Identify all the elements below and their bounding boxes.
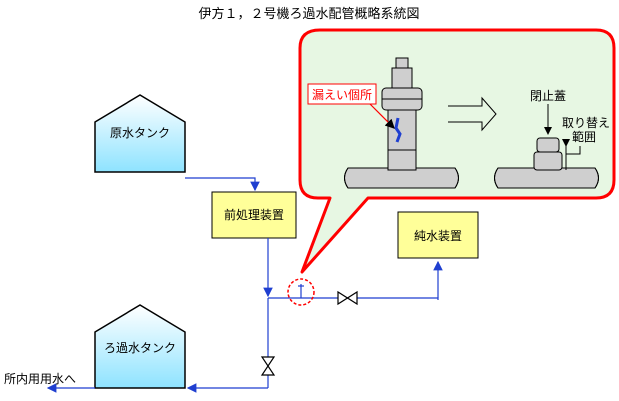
raw-water-tank: 原水タンク (94, 94, 186, 173)
pipe-raw-to-pretreatment (185, 177, 260, 192)
blind-cover-label: 閉止蓋 (530, 89, 566, 103)
replace-scope-label-1: 取り替え (562, 116, 610, 130)
detail-callout (298, 28, 616, 274)
replace-scope-label-2: 範囲 (572, 129, 596, 144)
pure-water-unit: 純水装置 (397, 211, 479, 259)
gate-valve-icon (260, 356, 276, 376)
gate-valve-icon (337, 290, 358, 306)
diagram-title: 伊方１，２号機ろ過水配管概略系統図 (198, 6, 419, 22)
pretreatment-label: 前処理装置 (224, 207, 284, 222)
site-use-label: 所内用用水へ (4, 372, 76, 386)
leak-point-label: 漏えい個所 (312, 88, 372, 102)
filtered-water-tank: ろ過水タンク (94, 304, 186, 389)
leak-point-label-box: 漏えい個所 (307, 83, 377, 105)
pretreatment-unit: 前処理装置 (211, 191, 297, 239)
replaced-pipe-detail (494, 137, 599, 189)
transition-arrow-icon (448, 96, 497, 132)
leak-pointer-line (369, 103, 395, 129)
leak-location-marker (287, 278, 315, 306)
leaking-pipe-detail (344, 57, 459, 189)
raw-water-tank-label: 原水タンク (110, 126, 170, 140)
pure-water-label: 純水装置 (414, 229, 462, 243)
filtered-water-tank-label: ろ過水タンク (104, 341, 176, 355)
